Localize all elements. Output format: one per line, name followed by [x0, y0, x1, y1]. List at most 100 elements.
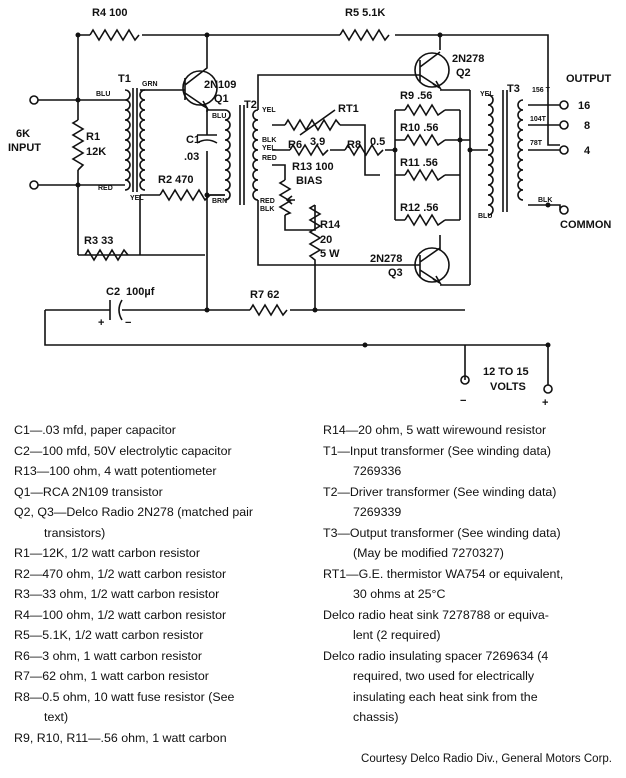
t3-blk-lead: BLK	[538, 197, 552, 204]
r9-label: R9 .56	[400, 90, 432, 102]
t2-red-lead: RED	[262, 155, 277, 162]
r1-resistor	[71, 119, 85, 171]
r14-value: 20	[320, 234, 332, 246]
r7-label: R7 62	[250, 289, 279, 301]
part-t1: T1—Input transformer (See winding data)	[323, 443, 551, 458]
r8-value: 0.5	[370, 136, 385, 148]
t3-blu-lead: BLU	[478, 213, 492, 220]
c2-plus-label: +	[98, 317, 104, 329]
part-t2-cont: 7269339	[353, 505, 402, 519]
t2-brn-lead: BRN	[212, 198, 227, 205]
transformers	[124, 88, 524, 216]
part-heat-sink: Delco radio heat sink 7278788 or equiva-	[323, 607, 549, 622]
common-terminal	[559, 205, 569, 215]
part-t3-cont: (May be modified 7270327)	[353, 546, 504, 560]
r11-resistor	[404, 168, 446, 182]
part-r9-r11: R9, R10, R11—.56 ohm, 1 watt carbon	[14, 730, 227, 745]
t3-secondary	[517, 99, 524, 201]
part-r8-cont: text)	[44, 710, 69, 724]
part-t3: T3—Output transformer (See winding data)	[323, 525, 561, 540]
t2-primary	[224, 109, 231, 201]
credit-line: Courtesy Delco Radio Div., General Motor…	[361, 753, 612, 765]
r12-resistor	[404, 213, 446, 227]
input-terminal-bottom	[29, 180, 39, 190]
r5-resistor	[339, 28, 390, 42]
output-8-label: 8	[584, 120, 590, 132]
r13-label: R13 100	[292, 161, 334, 173]
c2-capacitor	[109, 299, 130, 321]
output-16-label: 16	[578, 100, 590, 112]
part-spacer-cont-3: chassis)	[353, 710, 399, 724]
terminals	[29, 95, 569, 394]
part-rt1-cont: 30 ohms at 25°C	[353, 587, 446, 601]
r12-label: R12 .56	[400, 202, 439, 214]
t2-blk-lead: BLK	[262, 137, 276, 144]
q3-type-label: 2N278	[370, 253, 402, 265]
supply-plus-terminal	[543, 384, 553, 394]
q2-label: Q2	[456, 67, 471, 79]
input-6k-label: 6K	[16, 128, 30, 140]
supply-label-line1: 12 TO 15	[483, 366, 529, 378]
r5-label: R5 5.1K	[345, 7, 385, 19]
r7-resistor	[249, 303, 288, 317]
t1-blu-lead: BLU	[96, 91, 110, 98]
part-r4: R4—100 ohm, 1/2 watt carbon resistor	[14, 607, 227, 622]
common-label: COMMON	[560, 219, 611, 231]
part-q2-q3: Q2, Q3—Delco Radio 2N278 (matched pair	[14, 505, 253, 519]
supply-minus-terminal	[460, 375, 470, 385]
part-r1: R1—12K, 1/2 watt carbon resistor	[14, 546, 200, 560]
supply-plus-label: +	[542, 397, 548, 409]
output-16-terminal	[559, 100, 569, 110]
t1-primary	[124, 89, 131, 191]
r6-label: R6	[288, 139, 302, 151]
part-c2: C2—100 mfd, 50V electrolytic capacitor	[14, 443, 232, 458]
part-t2: T2—Driver transformer (See winding data)	[323, 484, 557, 499]
q3-transistor	[414, 247, 450, 286]
part-r14: R14—20 ohm, 5 watt wirewound resistor	[323, 423, 547, 437]
r4-label: R4 100	[92, 7, 127, 19]
rt1-thermistor	[284, 109, 341, 136]
r13-potentiometer	[278, 179, 295, 216]
t1-grn-lead: GRN	[142, 81, 158, 88]
q1-label: Q1	[214, 93, 229, 105]
t2-secondary	[252, 109, 259, 201]
output-8-terminal	[559, 120, 569, 130]
parts-list-right: R14—20 ohm, 5 watt wirewound resistor T1…	[323, 420, 613, 728]
r14-resistor	[308, 204, 322, 265]
r8-label: R8	[347, 139, 361, 151]
q2-transistor	[414, 51, 450, 91]
r2-resistor	[159, 188, 211, 202]
tap-78-label: 78T	[530, 140, 543, 147]
c1-label: C1	[186, 134, 200, 146]
r1-label: R1	[86, 131, 100, 143]
part-c1: C1—.03 mfd, paper capacitor	[14, 423, 176, 437]
q1-transistor	[182, 60, 218, 112]
c1-value: .03	[184, 151, 199, 163]
part-r8: R8—0.5 ohm, 10 watt fuse resistor (See	[14, 689, 235, 704]
r6-value: 3.9	[310, 136, 325, 148]
r6-resistor	[289, 143, 329, 157]
q1-type-label: 2N109	[204, 79, 236, 91]
part-rt1: RT1—G.E. thermistor WA754 or equivalent,	[323, 566, 564, 581]
part-t1-cont: 7269336	[353, 464, 402, 478]
t1-yel-lead: YEL	[130, 195, 144, 202]
part-r2: R2—470 ohm, 1/2 watt carbon resistor	[14, 566, 227, 581]
t1-label: T1	[118, 73, 131, 85]
rt1-label: RT1	[338, 103, 359, 115]
bias-label: BIAS	[296, 175, 322, 187]
part-spacer-cont-1: required, two used for electrically	[353, 669, 535, 683]
part-r13: R13—100 ohm, 4 watt potentiometer	[14, 464, 217, 478]
r3-label: R3 33	[84, 235, 113, 247]
t2-blu-lead: BLU	[212, 113, 226, 120]
r1-value: 12K	[86, 146, 106, 158]
part-spacer-cont-2: insulating each heat sink from the	[353, 689, 538, 704]
q2-type-label: 2N278	[452, 53, 484, 65]
t1-red-lead: RED	[98, 185, 113, 192]
part-q1: Q1—RCA 2N109 transistor	[14, 484, 163, 499]
tap-156-label: 156 T	[532, 87, 551, 94]
r13-blk-lead: BLK	[260, 206, 274, 213]
r14-watt-label: 5 W	[320, 248, 340, 260]
r2-label: R2 470	[158, 174, 193, 186]
output-label: OUTPUT	[566, 73, 612, 85]
r14-label: R14	[320, 219, 341, 231]
